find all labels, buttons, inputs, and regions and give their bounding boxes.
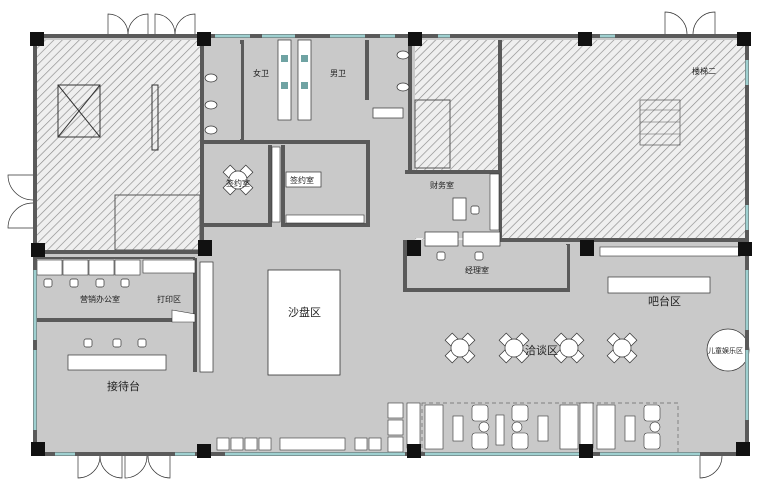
sand-table bbox=[267, 269, 341, 376]
label-signing-room-1: 签约室 bbox=[226, 178, 250, 188]
label-sand-table-area: 沙盘区 bbox=[288, 305, 321, 319]
label-kids-play-area: 儿童娱乐区 bbox=[708, 346, 743, 355]
bar-counter bbox=[607, 276, 711, 294]
label-finance-room: 财务室 bbox=[430, 180, 454, 190]
lounge-furniture bbox=[387, 402, 661, 453]
label-reception-desk: 接待台 bbox=[107, 379, 140, 393]
label-womens-restroom: 女卫 bbox=[253, 68, 269, 78]
label-bar-area: 吧台区 bbox=[648, 294, 681, 308]
label-staircase-2: 楼梯二 bbox=[692, 66, 716, 76]
windows bbox=[33, 34, 749, 456]
label-manager-room: 经理室 bbox=[465, 265, 489, 275]
entrance-doors[interactable] bbox=[7, 11, 723, 486]
elevator bbox=[57, 84, 101, 138]
signing-table-rect bbox=[285, 171, 322, 188]
label-signing-room-2: 签约室 bbox=[290, 175, 314, 185]
reception-counter bbox=[67, 354, 167, 371]
structural-columns bbox=[30, 32, 752, 458]
label-marketing-office: 营销办公室 bbox=[80, 294, 120, 304]
label-mens-restroom: 男卫 bbox=[330, 69, 346, 78]
label-negotiation-area: 洽谈区 bbox=[525, 344, 558, 357]
label-print-area: 打印区 bbox=[157, 294, 181, 304]
